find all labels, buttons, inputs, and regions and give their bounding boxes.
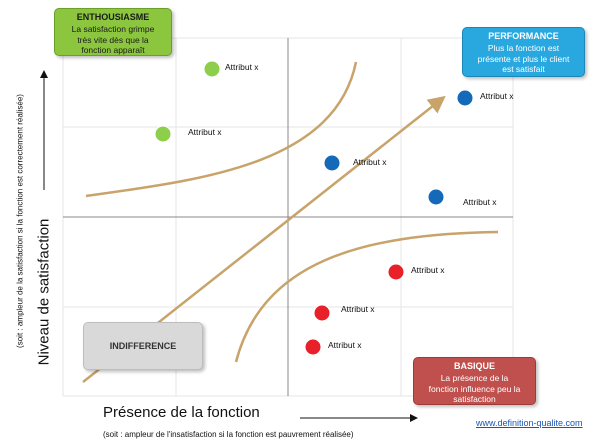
attribute-label: Attribut x [353, 157, 387, 167]
performance-title: PERFORMANCE [488, 31, 559, 41]
performance-line: Plus la fonction est [487, 43, 560, 53]
attribute-label: Attribut x [188, 127, 222, 137]
indifference-box: INDIFFERENCE [83, 322, 203, 370]
enthousiasme-title: ENTHOUSIASME [76, 12, 150, 22]
attribute-point-enthousiasme [154, 125, 172, 143]
basique-line: fonction influence peu la [428, 383, 521, 394]
x-axis-label: Présence de la fonction [103, 404, 260, 421]
x-axis-sublabel: (soit : ampleur de l'insatisfaction si l… [103, 430, 354, 439]
attribute-point-performance [456, 89, 474, 107]
attribute-point-performance [323, 154, 341, 172]
attribute-point-basique [304, 338, 322, 356]
basique-title: BASIQUE [453, 361, 495, 371]
y-axis-sublabel: (soit : ampleur de la satisfaction si la… [15, 94, 25, 348]
performance-line: est satisfait [502, 64, 545, 74]
x-axis-arrow-head [410, 414, 418, 422]
attribute-point-basique [387, 263, 405, 281]
enthousiasme-line: fonction apparaît [81, 45, 145, 55]
attribute-point-performance [427, 188, 445, 206]
enthousiasme-line: très vite dès que la [77, 34, 149, 45]
attribute-label: Attribut x [225, 62, 259, 72]
indifference-title: INDIFFERENCE [109, 341, 177, 351]
enthousiasme-line: La satisfaction grimpe [71, 24, 155, 34]
y-axis-label: Niveau de satisfaction [35, 218, 53, 366]
attribute-points [154, 60, 474, 356]
attribute-label: Attribut x [341, 304, 375, 314]
enthusiasm-curve [85, 61, 358, 198]
attribute-point-enthousiasme [203, 60, 221, 78]
attribute-label: Attribut x [480, 91, 514, 101]
attribute-point-basique [313, 304, 331, 322]
basique-line: La présence de la [440, 373, 509, 383]
attribute-label: Attribut x [411, 265, 445, 275]
performance-box: PERFORMANCE Plus la fonction est présent… [462, 27, 585, 77]
basique-line: satisfaction [453, 394, 496, 404]
website-link[interactable]: www.definition-qualite.com [476, 418, 583, 428]
y-axis-arrow-head [40, 70, 48, 78]
attribute-label: Attribut x [328, 340, 362, 350]
attribute-label: Attribut x [463, 197, 497, 207]
basic-curve [234, 230, 499, 363]
performance-line: présente et plus le client [477, 53, 570, 64]
enthousiasme-box: ENTHOUSIASME La satisfaction grimpe très… [54, 8, 172, 56]
basique-box: BASIQUE La présence de la fonction influ… [413, 357, 536, 405]
